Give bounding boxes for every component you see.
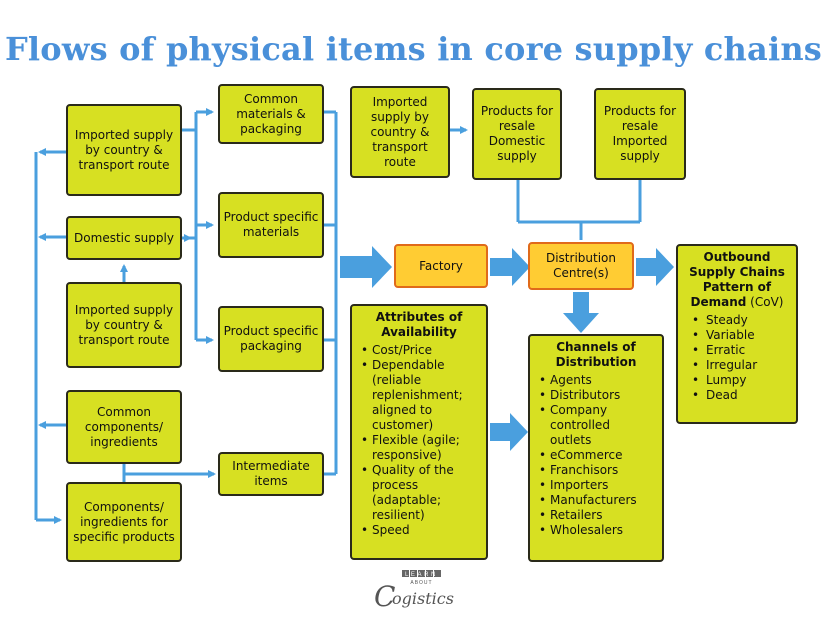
learn-letter-blocks — [402, 570, 441, 577]
channels-list: Agents Distributors Company controlled o… — [538, 373, 654, 538]
common-components-box: Common components/ ingredients — [66, 390, 182, 464]
list-item: Wholesalers — [539, 523, 654, 538]
domestic-supply-box: Domestic supply — [66, 216, 182, 260]
list-item: Quality of the process (adaptable; resil… — [361, 463, 478, 523]
list-item: Cost/Price — [361, 343, 478, 358]
list-item: Variable — [692, 328, 788, 343]
outbound-supply-chains-box: Outbound Supply Chains Pattern of Demand… — [676, 244, 798, 424]
outbound-title: Outbound Supply Chains Pattern of Demand… — [689, 250, 785, 309]
list-item: Retailers — [539, 508, 654, 523]
channels-title: Channels of Distribution — [555, 340, 637, 369]
list-item: Lumpy — [692, 373, 788, 388]
list-item: Speed — [361, 523, 478, 538]
logo-main-text: ogistics — [392, 589, 454, 608]
imported-supply-box: Imported supply by country & transport r… — [66, 104, 182, 196]
list-item: Distributors — [539, 388, 654, 403]
list-item: Manufacturers — [539, 493, 654, 508]
list-item: Steady — [692, 313, 788, 328]
logo-c-glyph: C — [374, 580, 395, 613]
list-item: Erratic — [692, 343, 788, 358]
distribution-centre-box: Distribution Centre(s) — [528, 242, 634, 290]
attributes-title: Attributes of Availability — [375, 310, 463, 339]
list-item: Irregular — [692, 358, 788, 373]
product-packaging-box: Product specific packaging — [218, 306, 324, 372]
intermediate-items-box: Intermediate items — [218, 452, 324, 496]
list-item: Dependable (reliable replenishment; alig… — [361, 358, 478, 433]
learn-about-logistics-logo: LEARN ABOUT C ogistics — [370, 568, 460, 618]
attributes-list: Cost/Price Dependable (reliable replenis… — [360, 343, 478, 538]
list-item: Company controlled outlets — [539, 403, 654, 448]
attributes-of-availability-box: Attributes of Availability Cost/Price De… — [350, 304, 488, 560]
page-title: Flows of physical items in core supply c… — [5, 30, 822, 68]
components-specific-box: Components/ ingredients for specific pro… — [66, 482, 182, 562]
common-materials-box: Common materials & packaging — [218, 84, 324, 144]
imported-supply-box-3: Imported supply by country & transport r… — [350, 86, 450, 178]
list-item: eCommerce — [539, 448, 654, 463]
products-resale-domestic-box: Products for resale Domestic supply — [472, 88, 562, 180]
product-materials-box: Product specific materials — [218, 192, 324, 258]
factory-box: Factory — [394, 244, 488, 288]
products-resale-imported-box: Products for resale Imported supply — [594, 88, 686, 180]
list-item: Franchisors — [539, 463, 654, 478]
imported-supply-box-2: Imported supply by country & transport r… — [66, 282, 182, 368]
list-item: Flexible (agile; responsive) — [361, 433, 478, 463]
list-item: Dead — [692, 388, 788, 403]
logo-top-text: LEARN — [405, 572, 438, 578]
list-item: Agents — [539, 373, 654, 388]
list-item: Importers — [539, 478, 654, 493]
outbound-list: Steady Variable Erratic Irregular Lumpy … — [686, 313, 788, 403]
logo-mid-text: ABOUT — [410, 580, 432, 586]
channels-of-distribution-box: Channels of Distribution Agents Distribu… — [528, 334, 664, 562]
